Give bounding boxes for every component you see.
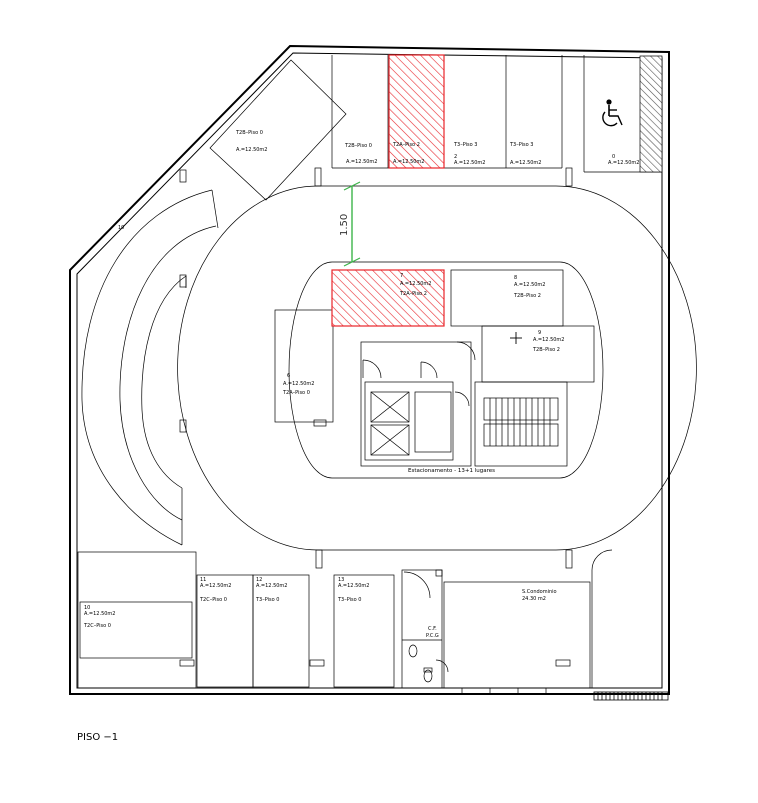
circulation-ring xyxy=(177,185,697,551)
spot-top3-number: 2 xyxy=(454,154,457,160)
spot-7-owner: T2A–Piso 2 xyxy=(399,291,427,297)
spot-7-number: 7 xyxy=(400,273,403,279)
spot-10-area: A.=12.50m2 xyxy=(84,611,115,617)
dimension-line xyxy=(343,181,361,267)
spot-8-owner: T2B–Piso 2 xyxy=(513,293,541,299)
bottom-spots xyxy=(79,574,395,688)
spot-9-area: A.=12.50m2 xyxy=(533,337,564,343)
spot-accessible-number: 0 xyxy=(612,154,615,160)
floor-label: PISO −1 xyxy=(77,732,118,743)
spot-11-area: A.=12.50m2 xyxy=(200,583,231,589)
spot-12-owner: T3–Piso 0 xyxy=(255,597,279,603)
spot-12-number: 12 xyxy=(256,577,262,583)
curved-ramp xyxy=(81,189,219,546)
spot-top3-owner: T3–Piso 3 xyxy=(453,142,477,148)
crosshair-icon xyxy=(510,332,522,344)
spot-9-owner: T2B–Piso 2 xyxy=(532,347,560,353)
spot-6-area: A.=12.50m2 xyxy=(283,381,314,387)
spot-top1-owner: T2B–Piso 0 xyxy=(344,143,372,149)
spot-9-number: 9 xyxy=(538,330,541,336)
parking-spot-hatched-top xyxy=(388,54,445,169)
condo-room-name: S.Condominio xyxy=(522,589,557,595)
spot-diag-owner: T2B–Piso 0 xyxy=(235,130,263,136)
spot-top3-area: A.=12.50m2 xyxy=(454,160,485,166)
spot-6-owner: T2A–Piso 0 xyxy=(282,390,310,396)
spot-top2-area: A.=12.50m2 xyxy=(393,159,424,165)
spot-8-number: 8 xyxy=(514,275,517,281)
parking-spot-6 xyxy=(274,309,334,423)
spot-diag-area: A.=12.50m2 xyxy=(236,147,267,153)
ramp-number: 10 xyxy=(118,225,124,231)
utility-label-2: P.C.G xyxy=(426,633,439,639)
spot-13-number: 13 xyxy=(338,577,344,583)
spot-11-owner: T2C–Piso 0 xyxy=(199,597,227,603)
spot-11-number: 11 xyxy=(200,577,206,583)
spot-top1-area: A.=12.50m2 xyxy=(346,159,377,165)
outer-wall xyxy=(69,44,670,695)
condo-room-area: 24.30 m2 xyxy=(522,596,546,602)
ramp-landing xyxy=(77,551,197,689)
parking-spot-7 xyxy=(331,269,445,327)
pillars xyxy=(179,169,573,667)
parking-title: Estacionamento - 13+1 lugares xyxy=(408,468,495,474)
ventilation-grille xyxy=(593,691,669,701)
spot-13-owner: T3–Piso 0 xyxy=(337,597,361,603)
wheelchair-icon xyxy=(602,99,623,127)
spot-accessible-area: A.=12.50m2 xyxy=(608,160,639,166)
spot-12-area: A.=12.50m2 xyxy=(256,583,287,589)
spot-8-area: A.=12.50m2 xyxy=(514,282,545,288)
spot-top4-owner: T3–Piso 3 xyxy=(509,142,533,148)
utility-label-1: C.F. xyxy=(428,626,437,632)
central-core xyxy=(360,341,568,467)
spot-6-number: 6 xyxy=(287,373,290,379)
spot-10-number: 10 xyxy=(84,605,90,611)
top-spot-dividers xyxy=(314,55,662,187)
spot-7-area: A.=12.50m2 xyxy=(400,281,431,287)
parking-spot-diagonal xyxy=(209,59,347,201)
parking-spot-8 xyxy=(450,269,564,327)
accessible-spot-strip xyxy=(639,55,663,173)
spot-10-owner: T2C–Piso 0 xyxy=(83,623,111,629)
condo-room xyxy=(401,549,613,694)
spot-top4-area: A.=12.50m2 xyxy=(510,160,541,166)
spot-top2-owner: T2A–Piso 2 xyxy=(392,142,420,148)
dimension-label: 1.50 xyxy=(339,214,350,236)
spot-13-area: A.=12.50m2 xyxy=(338,583,369,589)
